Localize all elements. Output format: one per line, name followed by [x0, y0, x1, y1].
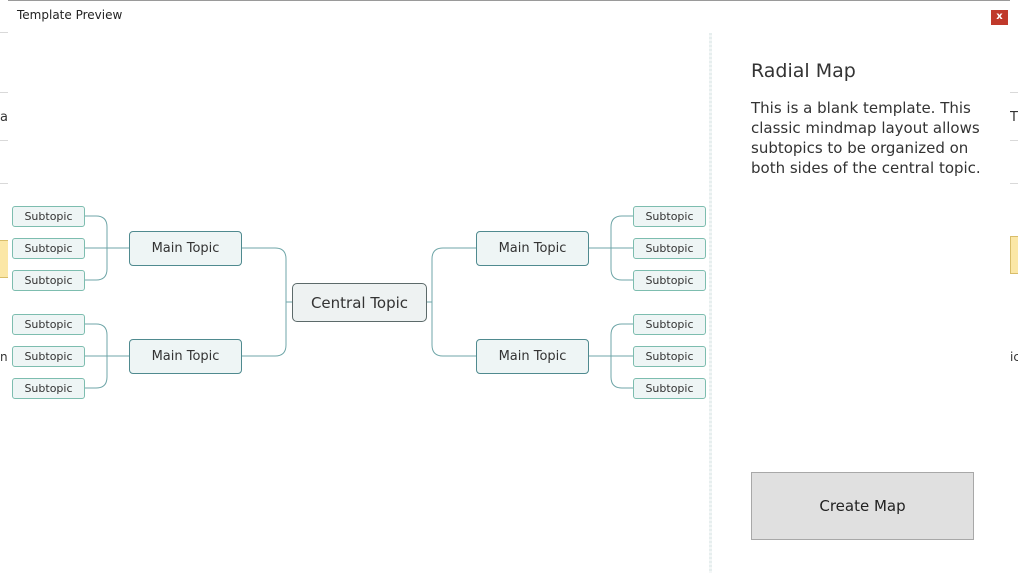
- central-topic-node: Central Topic: [292, 283, 427, 322]
- background-rule: [0, 183, 8, 184]
- background-rule: [0, 92, 8, 93]
- subtopic-node: Subtopic: [12, 270, 85, 291]
- close-button[interactable]: x: [991, 10, 1008, 25]
- background-rule: [1010, 140, 1018, 141]
- main-topic-node: Main Topic: [476, 339, 589, 374]
- template-preview-dialog: Template Preview x: [8, 0, 1010, 579]
- background-text-fragment: a: [0, 110, 8, 125]
- background-rule: [1010, 183, 1018, 184]
- template-preview-canvas: Central Topic Main Topic Main Topic Main…: [8, 1, 708, 579]
- subtopic-node: Subtopic: [12, 206, 85, 227]
- dialog-title: Template Preview: [17, 8, 123, 22]
- template-name: Radial Map: [751, 60, 856, 82]
- subtopic-node: Subtopic: [633, 314, 706, 335]
- background-folder-icon: [1010, 236, 1018, 274]
- background-rule: [1010, 92, 1018, 93]
- main-topic-node: Main Topic: [129, 231, 242, 266]
- subtopic-node: Subtopic: [12, 378, 85, 399]
- subtopic-node: Subtopic: [633, 206, 706, 227]
- create-map-button[interactable]: Create Map: [751, 472, 974, 540]
- background-rule: [0, 140, 8, 141]
- connector-lines: [85, 215, 633, 389]
- subtopic-node: Subtopic: [12, 238, 85, 259]
- background-text-fragment: T: [1010, 110, 1018, 125]
- subtopic-node: Subtopic: [633, 270, 706, 291]
- main-topic-node: Main Topic: [129, 339, 242, 374]
- background-text-fragment: ic: [1010, 350, 1018, 364]
- panel-divider: [709, 33, 712, 573]
- background-rule: [0, 32, 8, 33]
- subtopic-node: Subtopic: [633, 238, 706, 259]
- subtopic-node: Subtopic: [12, 314, 85, 335]
- subtopic-node: Subtopic: [633, 346, 706, 367]
- subtopic-node: Subtopic: [633, 378, 706, 399]
- subtopic-node: Subtopic: [12, 346, 85, 367]
- template-description: This is a blank template. This classic m…: [751, 99, 981, 177]
- main-topic-node: Main Topic: [476, 231, 589, 266]
